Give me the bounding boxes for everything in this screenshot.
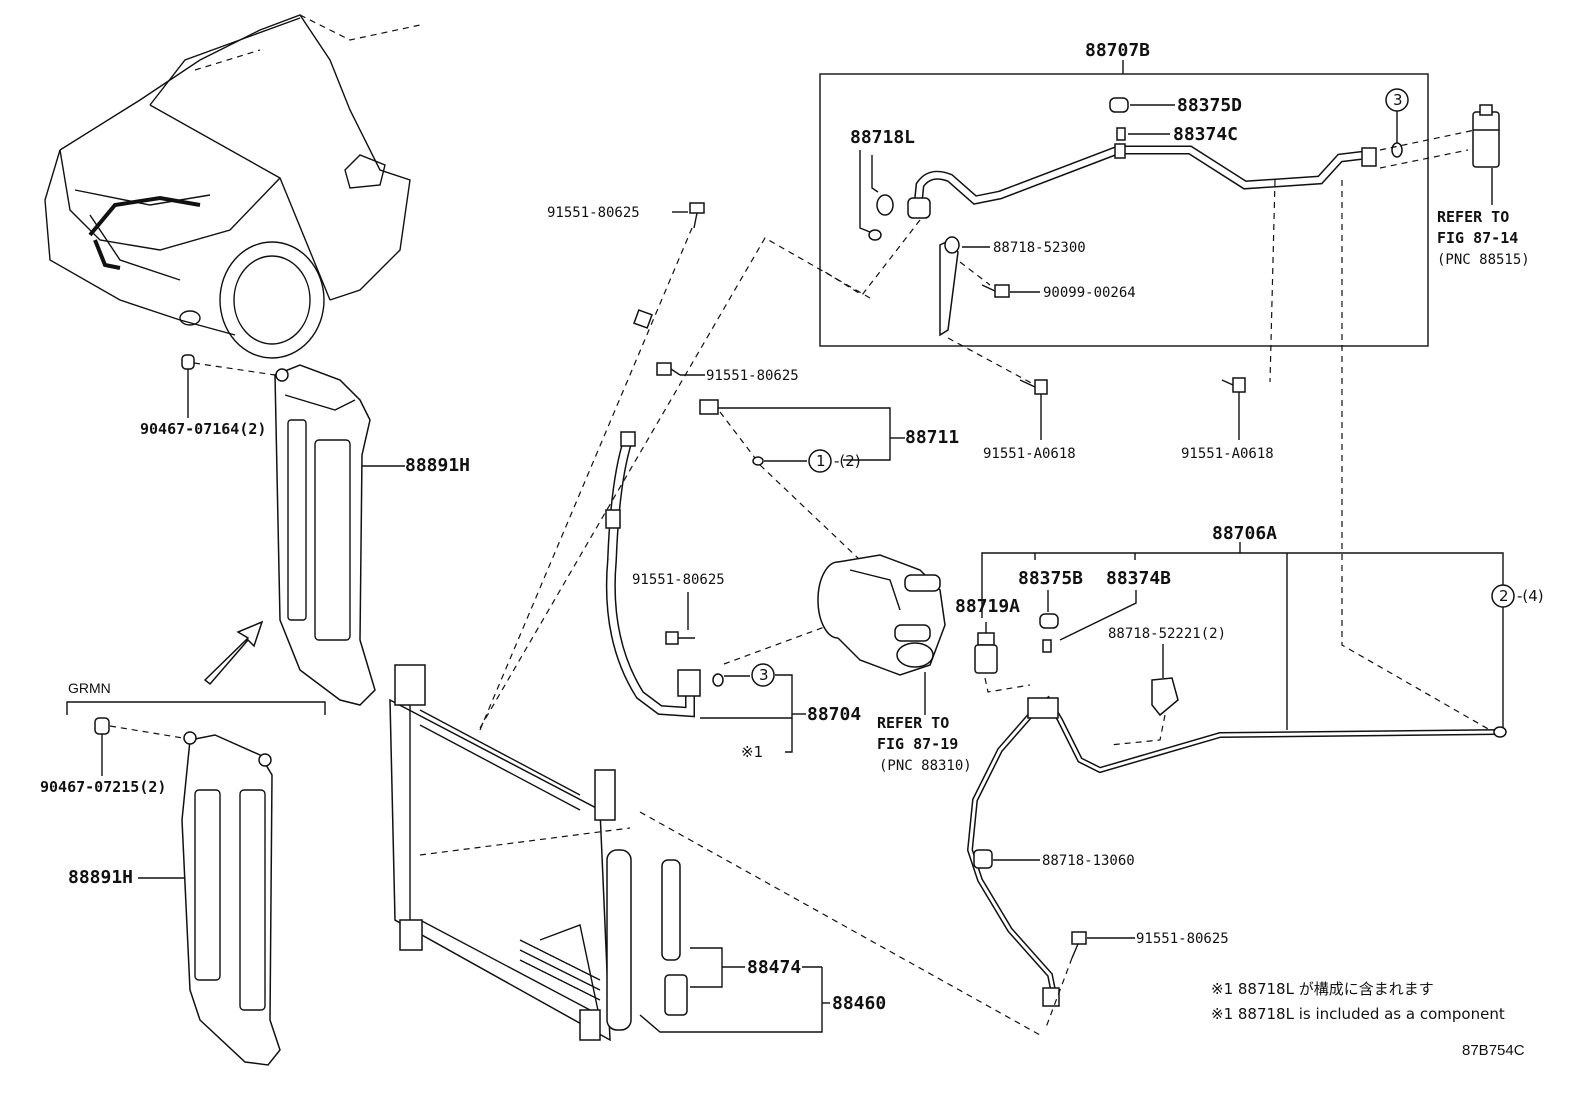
label-91551-80625-left: 91551-80625 [632, 572, 725, 588]
callout-3-mid-number: 3 [759, 666, 769, 684]
label-88718L: 88718L [850, 127, 915, 148]
condenser [389, 664, 632, 1042]
callout-3-top-number: 3 [1393, 91, 1403, 109]
label-88374C: 88374C [1173, 124, 1238, 145]
ref-compressor-line1: REFER TO [877, 714, 949, 732]
air-duct-panel-bottom [181, 731, 281, 1066]
label-88719A: 88719A [955, 596, 1020, 617]
label-88704: 88704 [807, 704, 861, 725]
clamp-88718L [868, 194, 894, 241]
label-88891H-top: 88891H [405, 455, 470, 476]
pressure-switch-88719A [974, 632, 998, 674]
note-japanese: ※1 88718L が構成に含まれます [1211, 980, 1434, 998]
footnote-marker: ※1 [741, 743, 763, 761]
label-88375D: 88375D [1177, 95, 1242, 116]
cap-88375D [1109, 97, 1129, 113]
discharge-hose [585, 257, 719, 415]
screw-90099 [981, 284, 1010, 298]
callout-1-qty: -(2) [834, 452, 861, 470]
label-88375B: 88375B [1018, 568, 1083, 589]
label-88474: 88474 [747, 957, 801, 978]
callout-2-qty: -(4) [1517, 587, 1544, 605]
callout-2-number: 2 [1499, 587, 1509, 605]
tube-kit-bracket [981, 552, 1504, 618]
suction-hose [605, 431, 701, 718]
diagram-code: 87B754C [1462, 1042, 1525, 1059]
label-91551-A0618-a: 91551-A0618 [983, 446, 1076, 462]
clip-90467-top [181, 354, 276, 418]
ref-valve-line1: REFER TO [1437, 208, 1509, 226]
label-90467-07164: 90467-07164(2) [140, 420, 266, 438]
clamp-88718-13060 [973, 849, 993, 869]
label-90099-00264: 90099-00264 [1043, 285, 1136, 301]
label-91551-A0618-b: 91551-A0618 [1181, 446, 1274, 462]
desiccant-cartridge [661, 859, 688, 1016]
liquid-tube-lower [966, 695, 1507, 1007]
label-grmn: GRMN [68, 680, 111, 696]
cap-88375B [1039, 613, 1059, 629]
callout-3-mid [751, 663, 775, 687]
callout-2 [1491, 584, 1515, 608]
bolt-91551-top [689, 202, 705, 229]
ref-valve-line2: FIG 87-14 [1437, 229, 1518, 247]
ref-compressor-line3: (PNC 88310) [879, 758, 972, 774]
label-91551-80625-bottom: 91551-80625 [1136, 931, 1229, 947]
valve-core-88374B [1042, 639, 1052, 653]
bolt-91551-A0618-b [1221, 377, 1246, 393]
label-88707B: 88707B [1085, 40, 1150, 61]
label-91551-80625-top: 91551-80625 [547, 205, 640, 221]
label-88891H-bottom: 88891H [68, 867, 133, 888]
air-duct-panel-top [274, 364, 376, 706]
hose-kit-box [819, 73, 1429, 347]
label-88706A: 88706A [1212, 523, 1277, 544]
clamp-88718-52221 [1151, 677, 1179, 717]
bracket-88718-52300 [939, 236, 960, 337]
label-90467-07215: 90467-07215(2) [40, 778, 166, 796]
bolt-91551-A0618-a [1019, 379, 1048, 395]
callout-1 [808, 449, 832, 473]
callout-1-number: 1 [816, 452, 826, 470]
label-88711: 88711 [905, 427, 959, 448]
expansion-valve [1472, 104, 1500, 168]
liquid-tube-upper [907, 143, 1377, 219]
label-88718-13060: 88718-13060 [1042, 853, 1135, 869]
label-88374B: 88374B [1106, 568, 1171, 589]
ref-valve-line3: (PNC 88515) [1437, 252, 1530, 268]
label-88460: 88460 [832, 993, 886, 1014]
label-91551-80625-mid: 91551-80625 [706, 368, 799, 384]
direction-arrow-icon [203, 620, 264, 686]
compressor [817, 554, 946, 676]
note-english: ※1 88718L is included as a component [1211, 1005, 1505, 1023]
label-88718-52221: 88718-52221(2) [1108, 626, 1226, 642]
bolt-91551-left [665, 631, 695, 645]
bolt-91551-bottom [1071, 931, 1087, 959]
grmn-bracket [66, 701, 326, 715]
ref-compressor-line2: FIG 87-19 [877, 735, 958, 753]
label-88718-52300: 88718-52300 [993, 240, 1086, 256]
bolt-91551-mid [656, 362, 681, 376]
valve-core-88374C [1116, 127, 1126, 141]
vehicle-illustration [44, 14, 421, 359]
